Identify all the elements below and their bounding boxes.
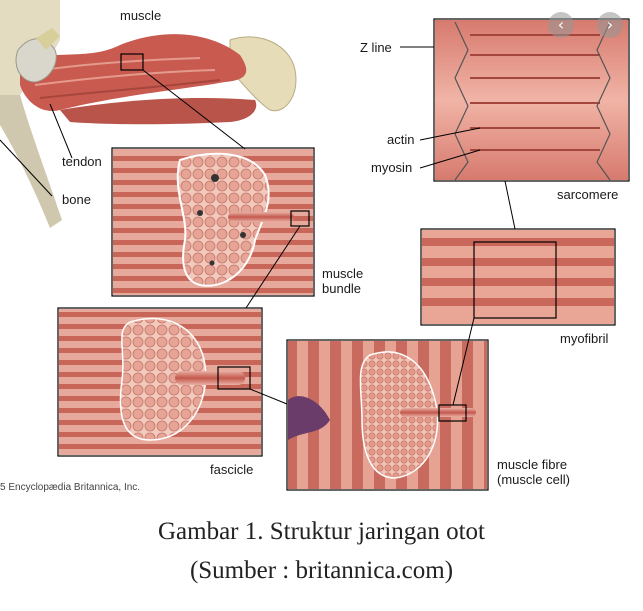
label-tendon: tendon	[62, 154, 102, 169]
chevron-left-icon[interactable]: ‹	[548, 12, 574, 38]
chevron-right-icon[interactable]: ›	[597, 12, 623, 38]
label-fascicle: fascicle	[210, 462, 254, 477]
label-z-line: Z line	[360, 40, 392, 55]
muscle-bundle-panel	[111, 147, 315, 297]
arm-illustration	[0, 0, 297, 228]
label-sarcomere: sarcomere	[557, 187, 619, 202]
caption-line-2: (Sumber : britannica.com)	[189, 557, 454, 584]
label-muscle: muscle	[120, 8, 162, 23]
label-actin: actin	[387, 132, 415, 147]
label-myosin: myosin	[371, 160, 413, 175]
myofibril-panel	[420, 228, 616, 326]
label-muscle-bundle: muscle bundle	[322, 266, 364, 296]
sarcomere-panel	[433, 18, 630, 182]
label-myofibril: myofibril	[560, 331, 609, 346]
label-muscle-fibre: muscle fibre (muscle cell)	[497, 457, 570, 487]
muscle-marker-box	[120, 53, 144, 71]
caption-line-1: Gambar 1. Struktur jaringan otot	[157, 518, 485, 545]
connector-lines	[0, 46, 516, 406]
copyright-text: 5 Encyclopædia Britannica, Inc.	[0, 482, 141, 493]
muscle-fibre-panel	[286, 339, 489, 491]
fascicle-panel	[57, 307, 263, 457]
label-bone: bone	[62, 192, 91, 207]
